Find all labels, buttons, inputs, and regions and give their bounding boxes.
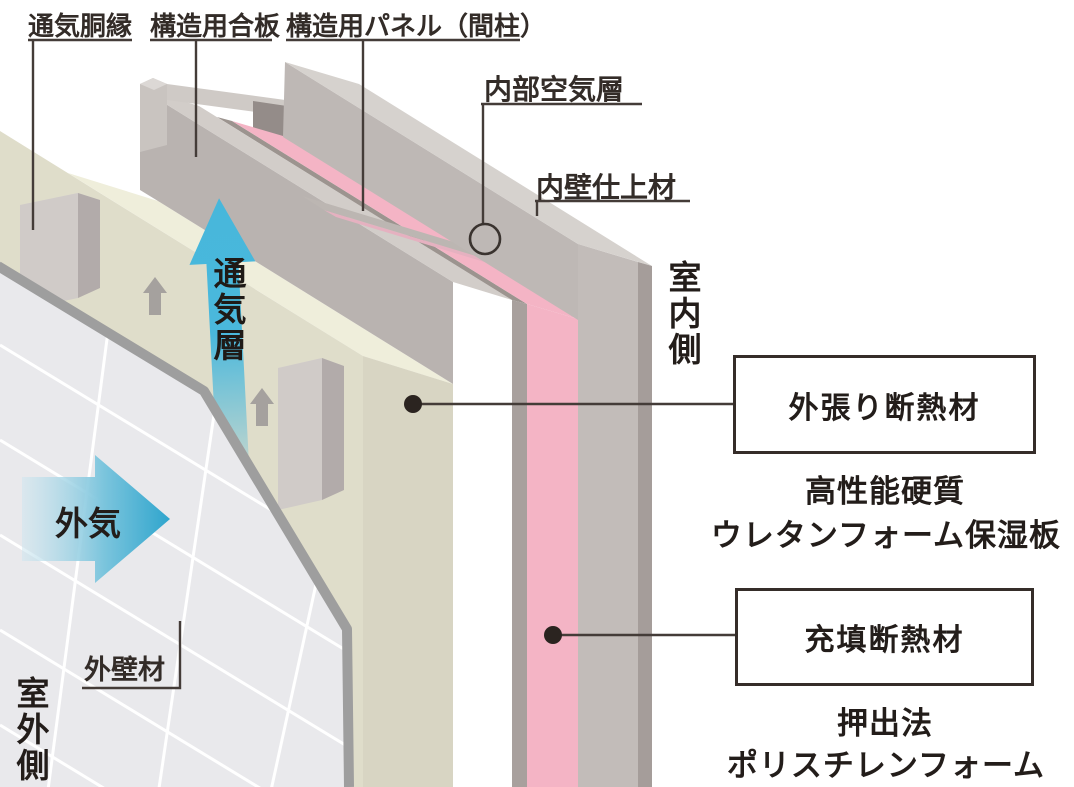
leader-exterior-wall [82, 621, 182, 690]
interior-panel-face [283, 62, 578, 320]
sublabel-exterior-insulation-1: 高性能硬質 [805, 474, 965, 510]
furring-strip-2 [278, 358, 344, 510]
cavity-insulation-cut-face [527, 304, 578, 787]
label-structural-panel: 構造用パネル（間柱） [286, 12, 547, 42]
furring-strip-1 [20, 193, 100, 310]
insulation-cut-face [363, 356, 453, 787]
label-ventilation-furring: 通気胴縁 [28, 12, 133, 42]
insulation-top-face [68, 173, 453, 384]
leader-structural-plywood [150, 38, 272, 157]
label-interior-side: 室内側 [663, 260, 702, 368]
leader-internal-air-layer [481, 102, 642, 223]
callout-dot-marker-1 [404, 395, 422, 413]
plywood-front-face [140, 88, 453, 384]
callout-title-filling-insulation: 充填断熱材 [804, 623, 965, 658]
interior-panel-edge-face [638, 262, 652, 787]
label-exterior-side: 室外側 [11, 676, 50, 784]
sublabel-filling-insulation-2: ポリスチレンフォーム [726, 748, 1046, 784]
label-outside-air: 外気 [55, 504, 121, 543]
cavity-insulation-top-face [232, 121, 578, 319]
leader-interior-finish [535, 199, 690, 216]
leader-lines [28, 38, 735, 690]
sublabel-exterior-insulation-2: ウレタンフォーム保湿板 [710, 518, 1062, 554]
plywood-end-cap-top [140, 78, 167, 90]
leader-structural-panel [286, 38, 520, 211]
sublabel-filling-insulation-1: 押出法 [837, 706, 933, 742]
label-internal-air-layer: 内部空気層 [484, 73, 625, 106]
airflow-arrow-icon-1 [143, 277, 167, 315]
label-exterior-wall: 外壁材 [84, 655, 165, 686]
callout-box-exterior-insulation: 外張り断熱材 [733, 355, 1036, 454]
stud-top-face [302, 196, 479, 257]
leader-ventilation-furring [28, 38, 132, 230]
stud-shadow [324, 210, 491, 264]
ventilation-arrow-icon [189, 198, 256, 501]
plywood-top-face [140, 88, 512, 300]
label-structural-plywood: 構造用合板 [150, 12, 281, 42]
interior-panel-cut-face [578, 244, 638, 787]
panel-edge [0, 261, 354, 787]
air-gap-circle-marker [468, 222, 502, 256]
callout-box-filling-insulation: 充填断熱材 [735, 588, 1034, 686]
label-interior-finish: 内壁仕上材 [536, 171, 677, 204]
airflow-arrow-icon-2 [250, 388, 274, 426]
outside-air-arrow-icon [22, 455, 170, 583]
interior-panel-top-face [285, 62, 652, 266]
plywood-end-cap [140, 78, 167, 152]
callout-title-exterior-insulation: 外張り断熱材 [788, 390, 981, 426]
callout-dot-marker-2 [544, 626, 562, 644]
label-ventilation-layer: 通気層 [208, 256, 247, 364]
air-gap-top-face [217, 117, 527, 304]
air-gap-cut-face [512, 300, 527, 787]
